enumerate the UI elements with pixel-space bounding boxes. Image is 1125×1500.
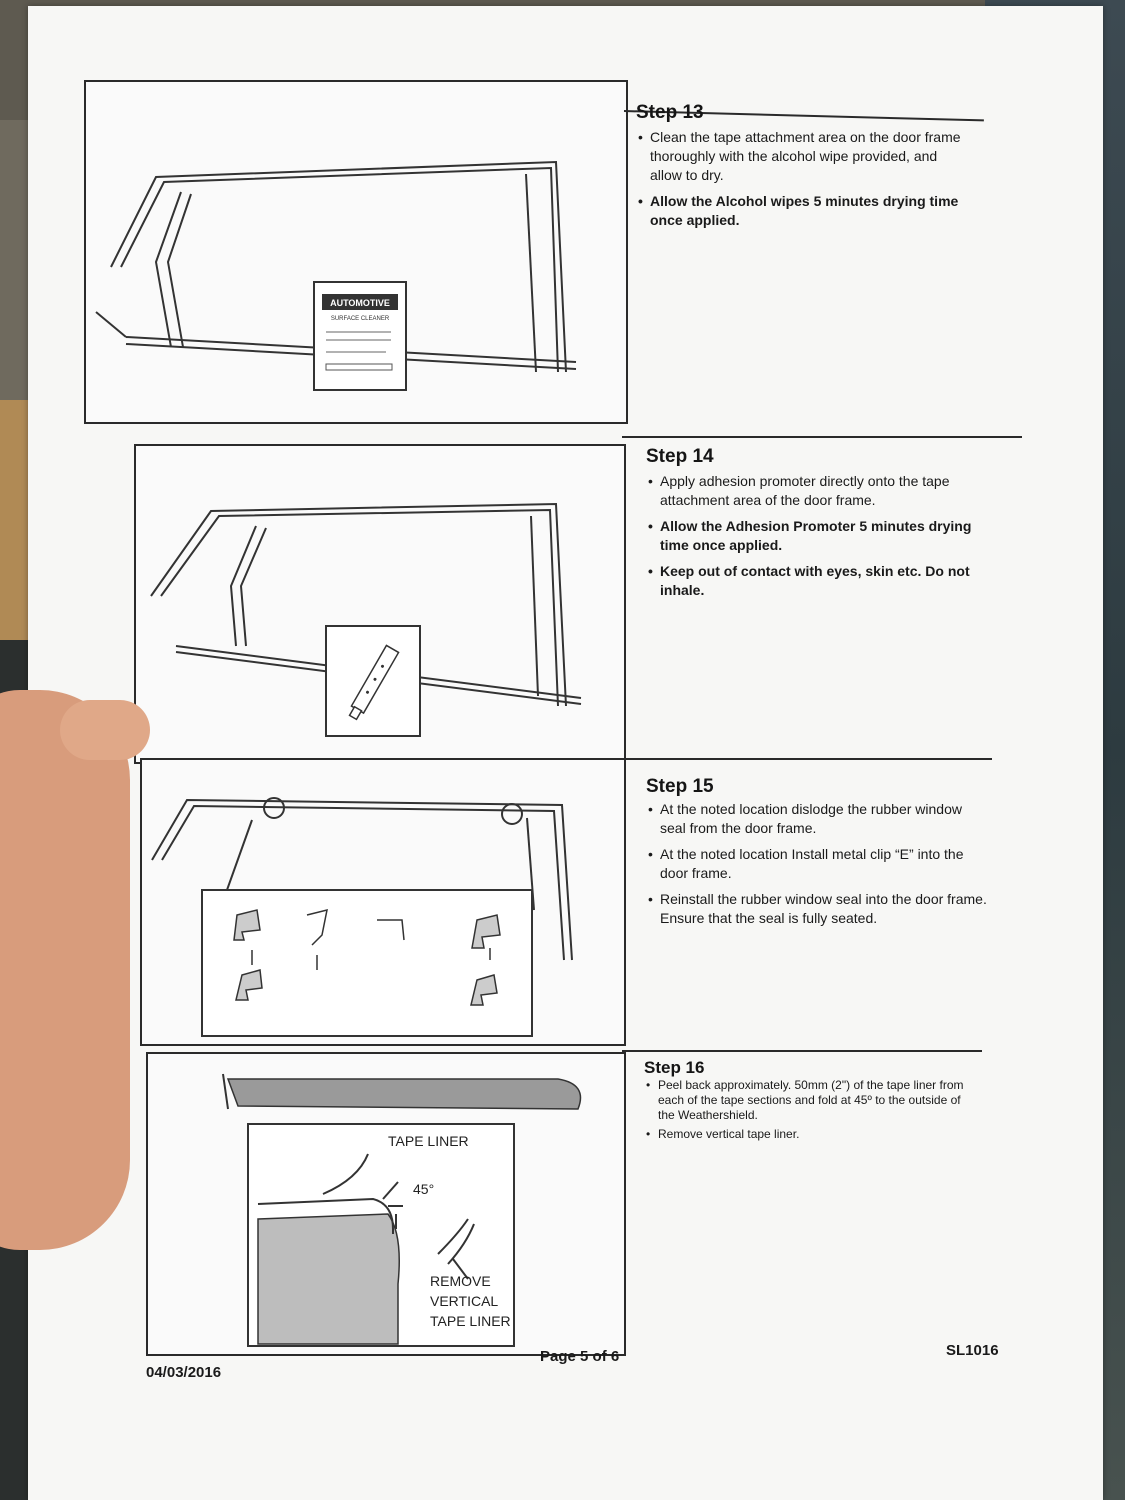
footer-document-code: SL1016 [946,1342,999,1359]
step14-title: Step 14 [646,446,714,467]
step13-bullet-1: Clean the tape attachment area on the do… [638,128,968,185]
remove-label-line3: TAPE LINER [430,1313,511,1329]
adhesion-promoter-applicator [325,625,421,737]
hand [0,690,130,1250]
seal-detail-inset [201,889,533,1037]
footer-date: 04/03/2016 [146,1364,222,1381]
weathershield-strip [222,1073,582,1110]
step16-rule [622,1050,982,1052]
step14-bullet-2: Allow the Adhesion Promoter 5 minutes dr… [648,517,993,555]
step13-instructions: Clean the tape attachment area on the do… [638,128,968,237]
step16-bullet-1: Peel back approximately. 50mm (2") of th… [646,1078,976,1123]
remove-label-line2: VERTICAL [430,1293,498,1309]
alcohol-wipe-packet: AUTOMOTIVE SURFACE CLEANER [313,281,407,391]
tape-liner-label: TAPE LINER [388,1133,469,1149]
door-frame-alcohol-diagram: AUTOMOTIVE SURFACE CLEANER [95,160,577,391]
step15-title: Step 15 [646,776,714,797]
tape-liner-inset: TAPE LINER 45° REMOVE VERTICAL TAPE LINE… [247,1123,515,1347]
thumb [60,700,150,760]
remove-label-line1: REMOVE [430,1273,491,1289]
rubber-seal-clip-diagram [151,797,573,1037]
step13-bullet-2: Allow the Alcohol wipes 5 minutes drying… [638,192,968,230]
door-frame-promoter-diagram [150,502,582,737]
step16-title: Step 16 [644,1058,705,1077]
step15-bullet-3: Reinstall the rubber window seal into th… [648,890,988,928]
angle-label: 45° [413,1181,434,1197]
step16-illustration-panel: TAPE LINER 45° REMOVE VERTICAL TAPE LINE… [146,1052,626,1356]
tape-liner-diagram: TAPE LINER 45° REMOVE VERTICAL TAPE LINE… [222,1073,582,1347]
wipe-product: SURFACE CLEANER [331,316,390,322]
step14-rule [622,436,1022,438]
step15-bullet-2: At the noted location Install metal clip… [648,845,988,883]
instruction-sheet: AUTOMOTIVE SURFACE CLEANER Step 13 Clean… [28,6,1103,1500]
step16-bullet-2: Remove vertical tape liner. [646,1127,976,1142]
wipe-brand: AUTOMOTIVE [330,298,390,308]
step16-instructions: Peel back approximately. 50mm (2") of th… [646,1078,976,1149]
step15-bullet-1: At the noted location dislodge the rubbe… [648,800,988,838]
step14-bullet-3: Keep out of contact with eyes, skin etc.… [648,562,993,600]
step13-illustration-panel: AUTOMOTIVE SURFACE CLEANER [84,80,628,424]
step15-instructions: At the noted location dislodge the rubbe… [648,800,988,935]
step15-illustration-panel [140,758,626,1046]
step13-title: Step 13 [636,102,704,123]
step15-rule [622,758,992,760]
step14-instructions: Apply adhesion promoter directly onto th… [648,472,993,607]
step14-bullet-1: Apply adhesion promoter directly onto th… [648,472,993,510]
step14-illustration-panel [134,444,626,764]
footer-page-number: Page 5 of 6 [540,1348,620,1365]
